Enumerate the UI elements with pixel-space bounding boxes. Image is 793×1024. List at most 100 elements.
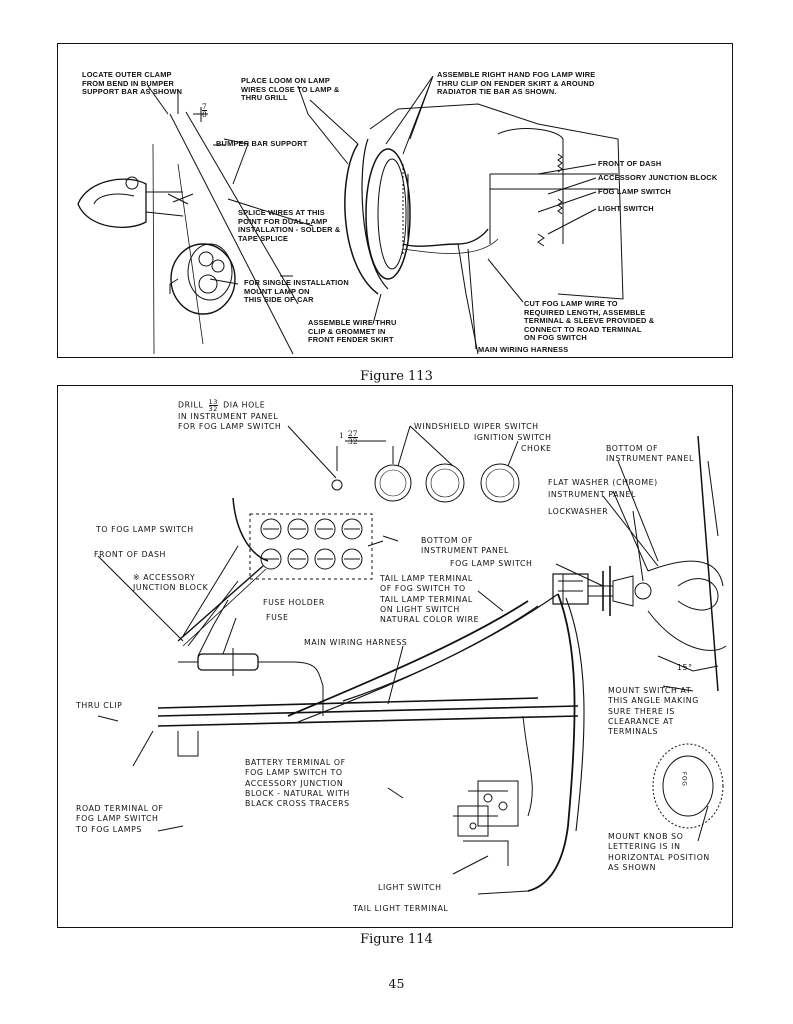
wiper-switch-label: WINDSHIELD WIPER SWITCH [414,422,539,431]
fuse-holder-label: FUSE HOLDER [263,598,325,607]
drill-fraction: 13 32 [208,399,218,413]
callout-line: ASSEMBLE RIGHT HAND FOG LAMP WIRE [437,70,596,79]
callout-line: INSTRUMENT PANEL [606,454,694,464]
fog-switch-label: FOG LAMP SWITCH [598,187,672,196]
fuse-label: FUSE [266,613,289,622]
callout-line: RADIATOR TIE BAR AS SHOWN. [437,87,557,97]
callout-line: FRONT FENDER SKIRT [308,335,394,345]
callout-line: SPLICE WIRES AT THIS [238,208,325,217]
dimension-one: 1 [339,431,344,440]
figure-114-diagram: DRILL 13 32 DIA HOLE IN INSTRUMENT PANEL… [57,385,733,928]
callout-line: TERMINALS [608,727,658,737]
cut-wire-callout: CUT FOG LAMP WIRE TO REQUIRED LENGTH, AS… [524,299,655,343]
callout-line: REQUIRED LENGTH, ASSEMBLE [524,307,646,317]
angle-label: 15° [677,663,693,672]
grommet-callout: ASSEMBLE WIRE THRU CLIP & GROMMET IN FRO… [308,318,397,345]
fraction-denominator: 32 [208,405,218,413]
callout-line: BLOCK - NATURAL WITH [245,788,350,798]
dimension-fraction: 7 8 [202,103,207,118]
tail-terminal-callout: TAIL LAMP TERMINAL OF FOG SWITCH TO TAIL… [380,574,479,625]
thru-clip-label: THRU CLIP [76,701,123,710]
callout-line: BOTTOM OF [421,536,474,545]
callout-line: LETTERING IS IN [608,842,681,852]
fog-wire-callout: ASSEMBLE RIGHT HAND FOG LAMP WIRE THRU C… [437,70,596,97]
tail-light-terminal-label: TAIL LIGHT TERMINAL [353,904,449,913]
loom-callout: PLACE LOOM ON LAMP WIRES CLOSE TO LAMP &… [241,76,340,103]
callout-line: BOTTOM OF [606,444,659,453]
accessory-block-label: ACCESSORY JUNCTION BLOCK [598,173,718,182]
callout-line: TAPE SPLICE [238,233,289,243]
figure-113-diagram: LOCATE OUTER CLAMP FROM BEND IN BUMPER S… [57,43,733,358]
fraction-numerator: 7 [202,102,207,111]
callout-line: HORIZONTAL POSITION [608,852,710,862]
callout-line: TO FOG LAMPS [76,824,142,834]
callout-line: NATURAL COLOR WIRE [380,615,480,625]
fraction-denominator: 32 [348,437,358,446]
front-dash-label: FRONT OF DASH [598,159,662,168]
callout-line: BLACK CROSS TRACERS [245,799,350,809]
callout-line: CONNECT TO ROAD TERMINAL [524,324,642,334]
callout-line: FOR FOG LAMP SWITCH [178,422,282,432]
battery-callout: BATTERY TERMINAL OF FOG LAMP SWITCH TO A… [245,758,350,809]
callout-line: FROM BEND IN BUMPER [82,78,175,88]
callout-line: ※ ACCESSORY [133,573,196,582]
callout-line: FOG LAMP SWITCH TO [245,768,343,778]
to-fog-switch-label: TO FOG LAMP SWITCH [96,525,194,534]
mount-switch-callout: MOUNT SWITCH AT THIS ANGLE MAKING SURE T… [608,686,699,737]
callout-line: INSTRUMENT PANEL [421,546,509,556]
callout-line: ROAD TERMINAL OF [76,804,164,813]
bottom-panel-right: BOTTOM OF INSTRUMENT PANEL [606,444,694,465]
callout-line: SUPPORT BAR AS SHOWN [82,87,183,97]
callout-line: JUNCTION BLOCK [133,583,209,593]
callout-line: CUT FOG LAMP WIRE TO [524,299,618,308]
figure-113-drawing [77,75,624,355]
drill-word: DRILL [178,400,204,410]
callout-line: THIS SIDE OF CAR [244,295,314,305]
callout-line: IN INSTRUMENT PANEL [178,412,279,421]
harness-label: MAIN WIRING HARNESS [304,638,408,647]
harness-label: MAIN WIRING HARNESS [478,345,569,354]
callout-line: MOUNT LAMP ON [244,286,310,296]
knob-lettering: FOG [680,771,688,787]
callout-line: ASSEMBLE WIRE THRU [308,318,397,327]
callout-line: WIRES CLOSE TO LAMP & [241,84,340,94]
dimension-fraction: 27 32 [348,430,358,445]
callout-line: LOCATE OUTER CLAMP [82,70,172,79]
light-switch-label: LIGHT SWITCH [598,204,654,213]
figure-114-caption: Figure 114 [360,932,433,947]
flat-washer-label: FLAT WASHER (CHROME) [548,478,658,487]
callout-line: OF FOG SWITCH TO [380,584,466,594]
single-install-callout: FOR SINGLE INSTALLATION MOUNT LAMP ON TH… [244,278,349,305]
road-terminal-callout: ROAD TERMINAL OF FOG LAMP SWITCH TO FOG … [76,804,164,835]
mount-knob-callout: MOUNT KNOB SO LETTERING IS IN HORIZONTAL… [608,832,710,873]
callout-line: TAIL LAMP TERMINAL [380,594,473,604]
callout-line: POINT FOR DUAL LAMP [238,216,328,226]
instrument-panel-label: INSTRUMENT PANEL [548,490,636,499]
fraction-denominator: 8 [202,110,207,119]
choke-label: CHOKE [521,444,552,453]
drill-size: DIA HOLE [223,400,266,410]
callout-line: THIS ANGLE MAKING [608,696,699,706]
fraction-numerator: 27 [348,429,358,438]
clamp-callout: LOCATE OUTER CLAMP FROM BEND IN BUMPER S… [82,70,183,97]
callout-line: THRU GRILL [241,93,288,103]
callout-line: MOUNT KNOB SO [608,832,684,841]
callout-line: TERMINAL & SLEEVE PROVIDED & [524,316,655,326]
front-dash-label: FRONT OF DASH [94,550,167,559]
callout-line: SURE THERE IS [608,706,675,716]
fog-switch-label: FOG LAMP SWITCH [450,559,533,568]
callout-line: MOUNT SWITCH AT [608,686,692,695]
callout-line: CLIP & GROMMET IN [308,326,386,336]
splice-callout: SPLICE WIRES AT THIS POINT FOR DUAL LAMP… [238,208,340,243]
figure-114-drawing [97,425,727,895]
callout-line: THRU CLIP ON FENDER SKIRT & AROUND [437,78,595,88]
drill-callout: DRILL 13 32 DIA HOLE IN INSTRUMENT PANEL… [178,399,281,433]
accessory-block-callout: ※ ACCESSORY JUNCTION BLOCK [133,573,208,594]
page-number: 45 [388,976,405,991]
light-switch-label: LIGHT SWITCH [378,883,442,892]
figure-113-caption: Figure 113 [360,369,433,384]
callout-line: FOG LAMP SWITCH [76,814,159,824]
callout-line: ON FOG SWITCH [524,333,587,343]
ignition-switch-label: IGNITION SWITCH [474,433,552,442]
callout-line: PLACE LOOM ON LAMP [241,76,331,85]
